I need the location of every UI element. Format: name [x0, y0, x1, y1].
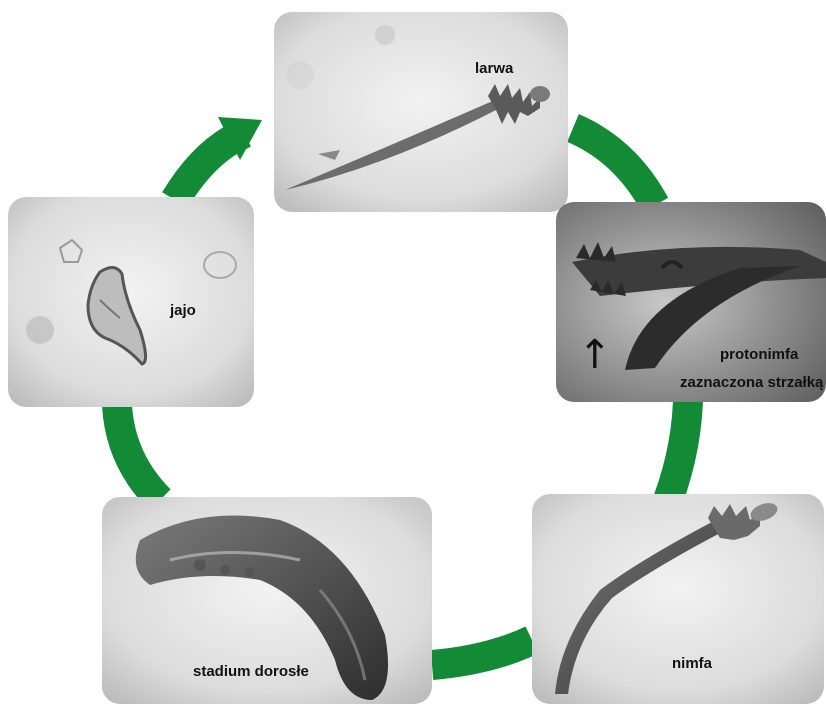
stage-label-adult: stadium dorosłe [193, 663, 309, 680]
stage-panel-adult: stadium dorosłe [102, 497, 432, 704]
stage-panel-protonymph: ↑ protonimfa zaznaczona strzałką [556, 202, 826, 402]
stage-panel-egg: jajo [8, 197, 254, 407]
ring-arc-adult-to-egg [117, 405, 160, 500]
stage-label-larva: larwa [475, 60, 514, 77]
ring-arc-larva-to-protonymph [573, 128, 655, 205]
stage-panel-nymph: nimfa [532, 494, 824, 704]
panel-photo [532, 494, 824, 704]
stage-label-nymph: nimfa [672, 655, 713, 672]
ring-arc-nymph-to-adult [432, 640, 532, 665]
arrow-indicator: ↑ [578, 332, 612, 378]
panel-photo [8, 197, 254, 407]
stage-label-protonymph: protonimfa [720, 346, 799, 363]
stage-label-protonymph-note: zaznaczona strzałką [680, 374, 824, 391]
stage-label-egg: jajo [169, 302, 196, 319]
stage-panel-larva: larwa [274, 12, 568, 212]
